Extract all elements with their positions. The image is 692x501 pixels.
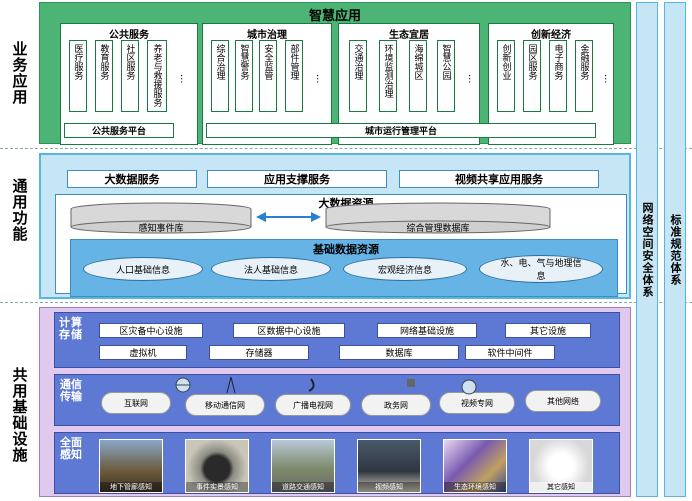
compute-storage-label: 计算存储 [59, 316, 83, 341]
network-cloud[interactable]: 互联网 [101, 392, 171, 414]
database-left-cylinder [70, 202, 252, 234]
app-group-title: 生态宜居 [389, 30, 429, 41]
network-cloud[interactable]: 视频专网 [439, 392, 515, 414]
common-function-layer: 大数据服务 应用支撑服务 视频共享应用服务 大数据资源 [39, 153, 631, 299]
base-data-resource-panel: 基础数据资源 人口基础信息 法人基础信息 宏观经济信息 水、电、气与地理信息 [70, 239, 618, 297]
globe-icon [175, 377, 191, 393]
app-item[interactable]: 部件管理 [285, 40, 303, 112]
sensing-photo[interactable]: 视频感知 [357, 439, 421, 493]
sensing-photo[interactable]: 地下管廊感知 [99, 439, 163, 493]
compute-item[interactable]: 存储器 [209, 345, 309, 360]
satellite-dish-icon [308, 378, 315, 392]
sensing-photo[interactable]: 事件实景感知 [185, 439, 249, 493]
tower-icon [226, 376, 236, 394]
network-band: 通信传输 互联网 移动通信网 广播电视网 政务网 视频专网 其他网络 [54, 374, 620, 426]
app-item[interactable]: 海绵城区 [409, 40, 427, 112]
base-data-title: 基础数据资源 [313, 243, 379, 256]
double-arrow [256, 212, 321, 222]
app-item[interactable]: 交通治理 [349, 40, 367, 112]
more-dots: ··· [175, 74, 186, 84]
separator-bottom [0, 302, 692, 303]
public-service-platform[interactable]: 公共服务平台 [64, 123, 174, 138]
more-dots: ··· [311, 74, 322, 84]
app-item[interactable]: 环境监测治理 [379, 40, 397, 112]
network-cloud[interactable]: 广播电视网 [275, 394, 351, 416]
network-cloud[interactable]: 政务网 [361, 394, 431, 416]
app-item[interactable]: 电子商务 [549, 40, 567, 112]
compute-item[interactable]: 其它设施 [505, 323, 591, 338]
more-dots: ··· [599, 74, 610, 84]
application-title: 智慧应用 [308, 9, 361, 24]
video-sharing-service[interactable]: 视频共享应用服务 [399, 170, 599, 188]
compute-storage-band: 计算存储 区灾备中心设施 区数据中心设施 网络基础设施 其它设施 虚拟机 存储器… [54, 312, 620, 368]
separator-top [0, 148, 692, 149]
network-cloud[interactable]: 移动通信网 [185, 394, 265, 416]
app-item[interactable]: 智慧公园 [437, 40, 455, 112]
compute-item[interactable]: 软件中间件 [465, 345, 555, 360]
globe-icon [461, 379, 477, 395]
app-item[interactable]: 金融服务 [575, 40, 593, 112]
app-support-service[interactable]: 应用支撑服务 [207, 170, 387, 188]
application-layer: 智慧应用 公共服务 医疗服务 教育服务 社区服务 养老与救援服务 ··· 城市治… [39, 2, 631, 145]
app-group-title: 创新经济 [531, 30, 571, 41]
infrastructure-layer: 计算存储 区灾备中心设施 区数据中心设施 网络基础设施 其它设施 虚拟机 存储器… [39, 307, 631, 497]
database-right-label: 综合管理数据库 [406, 224, 470, 234]
compute-item[interactable]: 区灾备中心设施 [99, 323, 203, 338]
app-item[interactable]: 安全监管 [259, 40, 277, 112]
network-label: 通信传输 [60, 378, 82, 403]
satellite-icon [407, 379, 415, 387]
app-item[interactable]: 教育服务 [95, 40, 113, 112]
more-dots: ··· [463, 74, 474, 84]
app-item[interactable]: 医疗服务 [69, 40, 87, 112]
app-item[interactable]: 社区服务 [121, 40, 139, 112]
sensing-photo[interactable]: 其它感知 [529, 439, 593, 493]
base-item[interactable]: 水、电、气与地理信息 [479, 255, 603, 283]
app-group-title: 公共服务 [109, 30, 149, 41]
compute-item[interactable]: 虚拟机 [99, 345, 187, 360]
app-item[interactable]: 园区服务 [523, 40, 541, 112]
database-right-cylinder [325, 202, 551, 234]
network-cloud[interactable]: 其他网络 [525, 390, 601, 412]
compute-item[interactable]: 区数据中心设施 [233, 323, 345, 338]
database-left-label: 感知事件库 [138, 224, 184, 234]
compute-item[interactable]: 网络基础设施 [377, 323, 477, 338]
layer-label-application: 业务应用 [10, 41, 29, 105]
base-item[interactable]: 宏观经济信息 [343, 257, 467, 281]
antenna-icons [175, 376, 477, 395]
base-item[interactable]: 法人基础信息 [211, 257, 331, 281]
app-item[interactable]: 创新创业 [497, 40, 515, 112]
city-operation-platform[interactable]: 城市运行管理平台 [206, 123, 596, 138]
sensing-band: 全面感知 地下管廊感知 事件实景感知 道路交通感知 视频感知 生态环境感知 其它… [54, 432, 620, 494]
layer-label-infrastructure: 共用基础设施 [10, 367, 29, 463]
layer-label-common: 通用功能 [10, 178, 29, 242]
sensing-photo[interactable]: 道路交通感知 [271, 439, 335, 493]
big-data-service[interactable]: 大数据服务 [67, 170, 197, 188]
sensing-label: 全面感知 [60, 436, 82, 461]
sensing-photo[interactable]: 生态环境感知 [443, 439, 507, 493]
compute-item[interactable]: 数据库 [339, 345, 459, 360]
app-item[interactable]: 智慧警务 [235, 40, 253, 112]
app-item[interactable]: 养老与救援服务 [147, 40, 167, 112]
database-cylinders [70, 202, 551, 234]
base-item[interactable]: 人口基础信息 [83, 257, 203, 281]
app-item[interactable]: 综合治理 [211, 40, 229, 112]
security-system-column: 网络空间安全体系 [636, 2, 658, 497]
standards-system-column: 标准规范体系 [664, 2, 686, 497]
app-group-title: 城市治理 [247, 30, 287, 41]
